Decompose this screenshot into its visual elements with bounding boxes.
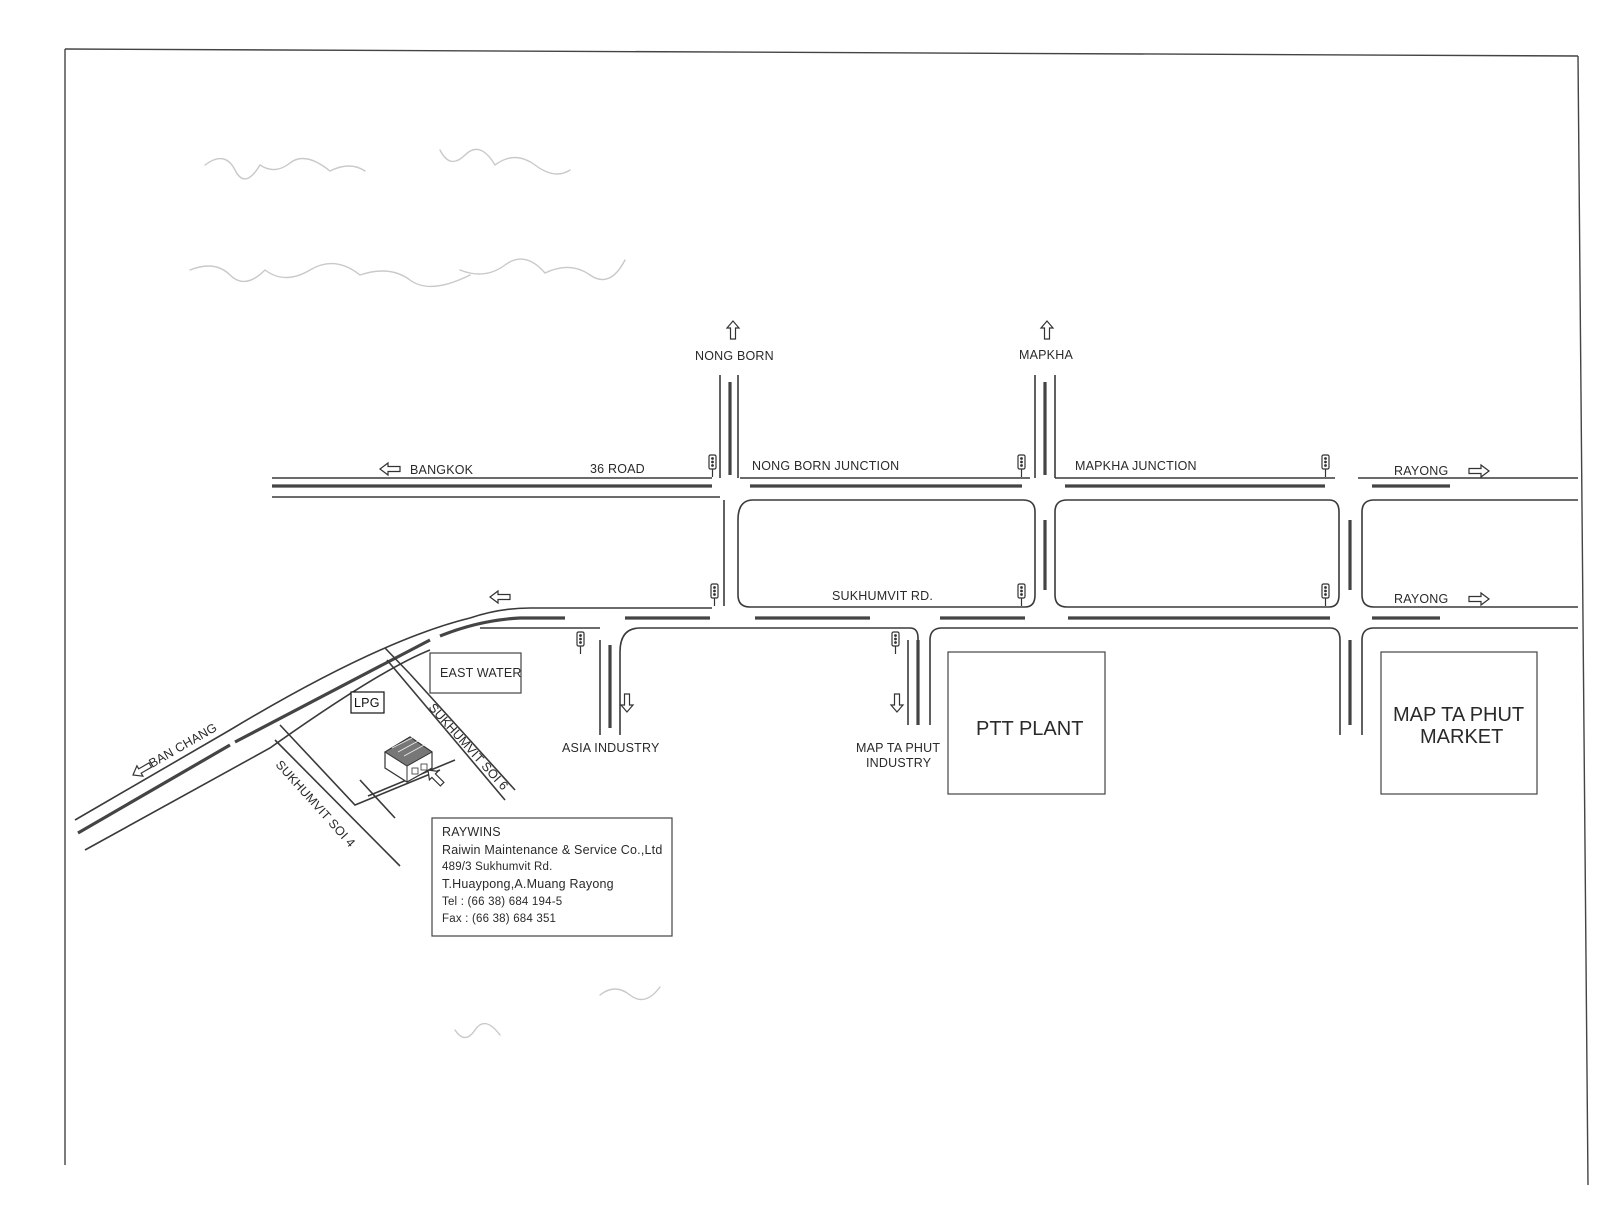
road-36 (272, 477, 1578, 521)
arrow-down-left-icon (132, 762, 153, 777)
traffic-light-icon (1321, 454, 1330, 477)
traffic-light-icon (710, 583, 719, 606)
arrow-right-icon (1468, 463, 1490, 479)
mapkha-road (1034, 375, 1056, 595)
arrow-down-icon (889, 693, 905, 713)
company-fax: Fax : (66 38) 684 351 (442, 913, 556, 925)
lpg-label: LPG (354, 696, 380, 710)
building-icon (384, 736, 433, 783)
sukhumvit-label: SUKHUMVIT RD. (832, 589, 933, 603)
traffic-light-icon (1017, 454, 1026, 477)
arrow-up-icon (1039, 320, 1055, 340)
map-ta-phut-industry-road (907, 640, 920, 725)
nong-born-road (719, 375, 739, 606)
map-ta-phut-market-label-2: MARKET (1420, 726, 1503, 748)
company-full-name: Raiwin Maintenance & Service Co.,Ltd (442, 843, 663, 857)
sukhumvit-soi-4-label: SUKHUMVIT SOI 4 (273, 758, 358, 850)
company-info-box (431, 817, 673, 937)
ptt-plant-label: PTT PLANT (976, 718, 1083, 740)
pencil-scribbles (189, 148, 661, 1039)
east-water-box (429, 652, 522, 694)
company-address-2: T.Huaypong,A.Muang Rayong (442, 877, 614, 891)
nong-born-junction-label: NONG BORN JUNCTION (752, 459, 899, 473)
traffic-light-icon (1017, 583, 1026, 606)
road-36-label: 36 ROAD (590, 462, 645, 476)
ban-chang-label: BAN CHANG (147, 720, 220, 770)
arrow-right-icon (1468, 591, 1490, 607)
mapkha-junction-label: MAPKHA JUNCTION (1075, 459, 1197, 473)
map-frame (64, 48, 1589, 1186)
traffic-light-icon (708, 454, 717, 477)
asia-industry-label: ASIA INDUSTRY (562, 741, 660, 755)
rayong-bottom-label: RAYONG (1394, 592, 1448, 606)
soi-roads (274, 647, 516, 867)
arrow-left-icon (489, 589, 511, 605)
company-address-1: 489/3 Sukhumvit Rd. (442, 861, 553, 873)
arrow-down-icon (619, 693, 635, 713)
arrow-up-left-icon (427, 769, 445, 787)
ptt-plant-box (947, 651, 1106, 795)
bangkok-label: BANGKOK (410, 463, 474, 477)
east-water-label: EAST WATER (440, 666, 522, 680)
map-ta-phut-industry-label-1: MAP TA PHUT (856, 741, 940, 755)
traffic-light-icon (576, 631, 585, 654)
asia-industry-road (599, 640, 621, 735)
sukhumvit-road (74, 594, 1578, 851)
company-tel: Tel : (66 38) 684 194-5 (442, 896, 562, 908)
mapkha-label: MAPKHA (1019, 348, 1073, 362)
traffic-light-icon (891, 631, 900, 654)
map-ta-phut-market-label-1: MAP TA PHUT (1393, 704, 1524, 726)
traffic-light-icon (1321, 583, 1330, 606)
nong-born-label: NONG BORN (695, 349, 774, 363)
rayong-side-road (1338, 512, 1363, 725)
arrow-left-icon (379, 461, 401, 477)
map-ta-phut-market-box (1380, 651, 1538, 795)
rayong-top-label: RAYONG (1394, 464, 1448, 478)
traffic-lights (576, 454, 1330, 654)
arrows (132, 320, 1490, 787)
arrow-up-icon (725, 320, 741, 340)
company-name: RAYWINS (442, 825, 501, 839)
map-ta-phut-industry-label-2: INDUSTRY (866, 756, 932, 770)
lpg-box (350, 691, 385, 714)
